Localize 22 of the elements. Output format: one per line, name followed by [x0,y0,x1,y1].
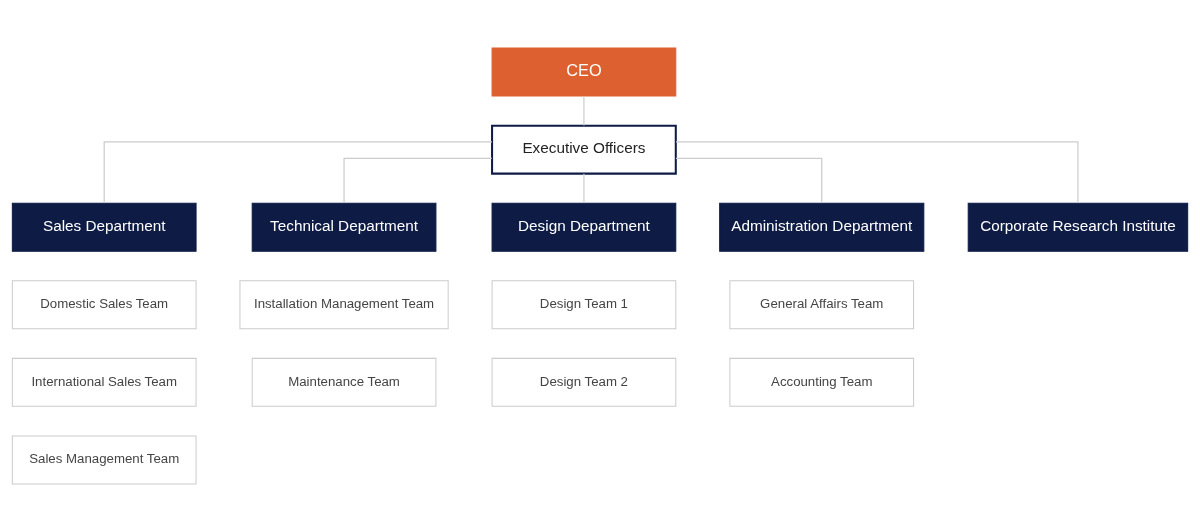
node-box: International Sales Team [11,357,197,407]
node-box: Accounting Team [729,357,915,407]
node-box: General Affairs Team [729,279,915,329]
node-box: Corporate Research Institute [967,202,1189,252]
node-box: Installation Management Team [239,279,449,329]
node-box: CEO [491,47,677,97]
connector [675,157,823,204]
node-box: Design Team 2 [491,357,677,407]
node-box: Design Team 1 [491,279,677,329]
node-box: Design Department [491,202,677,252]
node-box: Administration Department [719,202,925,252]
connector [583,95,585,126]
node-box: Technical Department [251,202,437,252]
node-box: Executive Officers [491,124,677,175]
connector [583,172,585,204]
node-box: Maintenance Team [251,357,437,407]
connector [343,157,493,204]
node-box: Sales Management Team [11,434,197,484]
node-box: Domestic Sales Team [11,279,197,329]
node-box: Sales Department [11,202,197,252]
connector [675,140,1079,204]
connector [103,140,493,204]
